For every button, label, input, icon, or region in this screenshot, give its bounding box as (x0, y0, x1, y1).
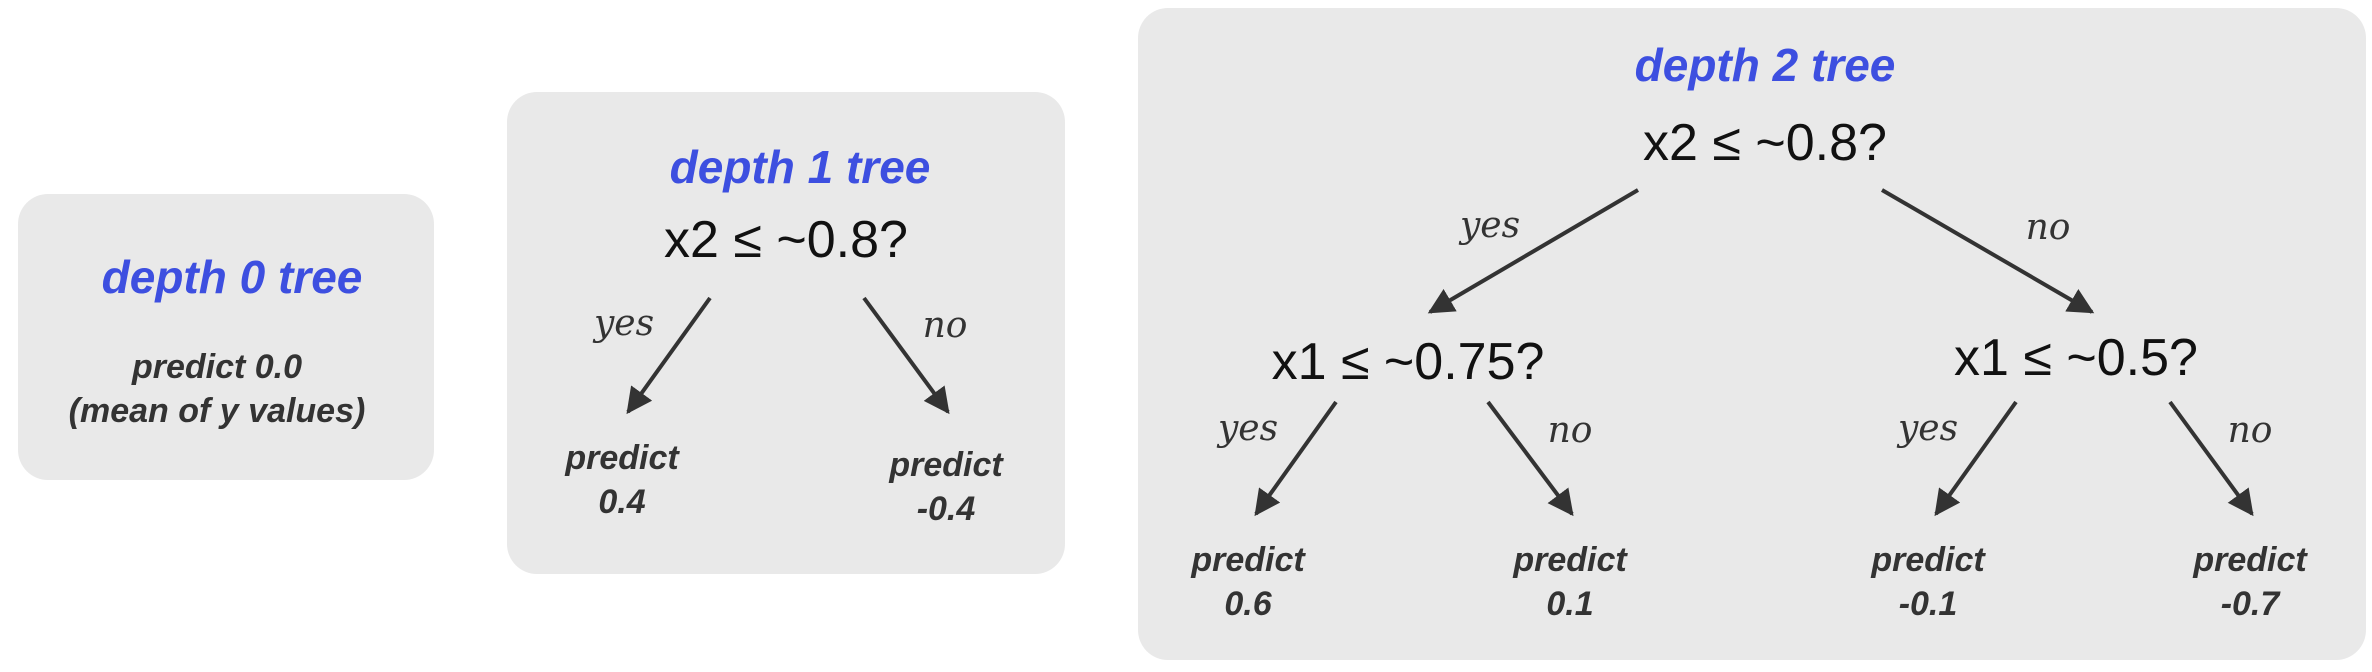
leaf-predict-word: predict (1513, 541, 1627, 579)
leaf-predict-word: predict (2193, 541, 2307, 579)
depth2-right-condition: x1 ≤ ~0.5? (1954, 329, 2198, 387)
depth0-prediction: predict 0.0 (mean of y values) (69, 345, 366, 433)
depth2-right-yes-edge (1934, 400, 2018, 517)
leaf-predict-word: predict (565, 439, 679, 477)
depth2-panel (1138, 8, 2366, 660)
leaf-predict-value: -0.7 (2220, 585, 2280, 623)
depth2-right-no-label: no (2227, 410, 2273, 451)
depth0-panel (18, 194, 434, 480)
depth2-left-no-edge (1486, 400, 1574, 517)
depth2-title: depth 2 tree (1634, 39, 1896, 91)
depth1-no-label: no (922, 305, 968, 346)
leaf-predict-value: -0.1 (1898, 585, 1958, 623)
depth1-panel (507, 92, 1065, 574)
depth0-predict-line2: (mean of y values) (68, 392, 366, 430)
depth0-predict-line1: predict 0.0 (131, 348, 303, 386)
leaf-predict-value: -0.4 (916, 490, 976, 528)
leaf-predict-word: predict (1191, 541, 1305, 579)
leaf-predict-word: predict (889, 446, 1003, 484)
leaf-predict-word: predict (1871, 541, 1985, 579)
depth2-left-condition: x1 ≤ ~0.75? (1271, 333, 1545, 391)
depth1-no-edge (862, 296, 950, 415)
depth2-no-edge (1880, 188, 2095, 314)
depth1-yes-edge (626, 296, 712, 415)
leaf-predict-value: 0.1 (1546, 585, 1594, 623)
depth2-left-yes-edge (1254, 400, 1338, 517)
depth2-yes-label: yes (1459, 205, 1521, 246)
leaf-predict-value: 0.6 (1224, 585, 1272, 623)
depth2-right-yes-label: yes (1897, 408, 1959, 449)
depth1-root-condition: x2 ≤ ~0.8? (664, 211, 908, 269)
depth2-left-no-label: no (1547, 410, 1593, 451)
depth2-leaf-rr: predict -0.7 (2193, 538, 2306, 626)
depth1-leaf-no: predict -0.4 (889, 443, 1002, 531)
depth2-leaf-rl: predict -0.1 (1871, 538, 1984, 626)
depth0-title: depth 0 tree (101, 251, 363, 303)
depth2-left-yes-label: yes (1217, 408, 1279, 449)
depth2-right-no-edge (2168, 400, 2254, 517)
leaf-predict-value: 0.4 (598, 483, 646, 521)
depth2-leaf-ll: predict 0.6 (1191, 538, 1304, 626)
depth2-leaf-lr: predict 0.1 (1513, 538, 1626, 626)
depth2-yes-edge (1427, 188, 1640, 314)
depth1-yes-label: yes (593, 303, 655, 344)
depth2-root-condition: x2 ≤ ~0.8? (1643, 114, 1887, 172)
depth1-leaf-yes: predict 0.4 (565, 436, 678, 524)
depth1-title: depth 1 tree (669, 141, 931, 193)
depth2-no-label: no (2025, 207, 2071, 248)
